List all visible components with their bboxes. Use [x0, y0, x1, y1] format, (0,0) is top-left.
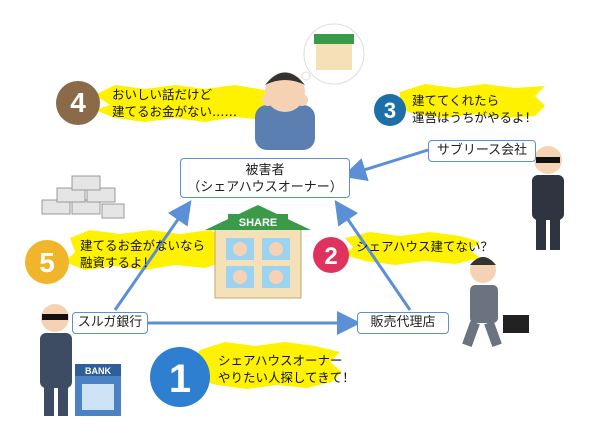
step-1-number: 1 — [169, 357, 191, 401]
bank-building-illustration: BANK — [75, 364, 121, 416]
step-4-text: おいしい話だけど 建てるお金がない…… — [112, 86, 237, 120]
step-1-line2: やりたい人探してきて！ — [218, 370, 355, 385]
sublease-man-illustration — [532, 146, 564, 250]
arrow-agent-to-victim — [334, 200, 412, 311]
step-3-number: 3 — [384, 98, 396, 123]
step-5-circle: 5 — [25, 240, 69, 284]
node-sublease: サブリース会社 — [428, 140, 536, 162]
node-bank: スルガ銀行 — [72, 312, 148, 334]
bank-man-illustration — [40, 304, 72, 416]
burst-step-5 — [65, 230, 230, 270]
step-5-number: 5 — [39, 247, 55, 278]
bank-sign-text: BANK — [85, 366, 111, 376]
share-house-illustration: SHARE — [205, 205, 311, 299]
step-1-circle: 1 — [150, 347, 210, 407]
step-4-circle: 4 — [56, 81, 100, 125]
burst-step-2 — [345, 232, 480, 265]
step-1-line1: シェアハウスオーナー — [218, 353, 343, 368]
step-1-text: シェアハウスオーナー やりたい人探してきて！ — [218, 352, 355, 386]
node-bank-label: スルガ銀行 — [77, 315, 143, 330]
money-stack-illustration — [41, 175, 125, 219]
node-victim: 被害者 （シェアハウスオーナー） — [180, 158, 350, 198]
step-3-line2: 運営はうちがやるよ！ — [412, 110, 538, 125]
node-agent-label: 販売代理店 — [370, 315, 436, 330]
step-2-number: 2 — [324, 243, 337, 270]
thought-bubble — [301, 23, 365, 85]
node-agent: 販売代理店 — [357, 312, 449, 334]
burst-step-3 — [390, 84, 545, 118]
share-sign-text: SHARE — [239, 217, 278, 229]
node-victim-line2: （シェアハウスオーナー） — [187, 180, 343, 195]
step-5-text: 建てるお金がないなら 融資するよ！ — [80, 237, 205, 271]
worried-owner-illustration — [255, 72, 315, 150]
arrow-sublease-to-victim — [342, 148, 429, 182]
step-3-circle: 3 — [374, 94, 406, 126]
burst-step-1 — [192, 342, 342, 389]
step-4-line2: 建てるお金がない…… — [112, 104, 238, 119]
step-3-text: 建ててくれたら 運営はうちがやるよ！ — [412, 92, 537, 126]
step-3-line1: 建ててくれたら — [412, 93, 500, 108]
burst-step-4 — [95, 85, 290, 122]
step-2-circle: 2 — [313, 237, 349, 273]
agent-man-illustration — [462, 257, 529, 347]
arrow-bank-to-victim — [113, 200, 192, 311]
step-2-text: シェアハウス建てない？ — [356, 238, 493, 255]
node-victim-line1: 被害者 — [245, 163, 285, 178]
step-4-line1: おいしい話だけど — [112, 87, 213, 102]
step-5-line1: 建てるお金がないなら — [80, 238, 206, 253]
step-4-number: 4 — [70, 87, 86, 118]
node-sublease-label: サブリース会社 — [436, 143, 528, 158]
step-5-line2: 融資するよ！ — [80, 255, 156, 270]
step-2-line1: シェアハウス建てない？ — [356, 239, 494, 254]
